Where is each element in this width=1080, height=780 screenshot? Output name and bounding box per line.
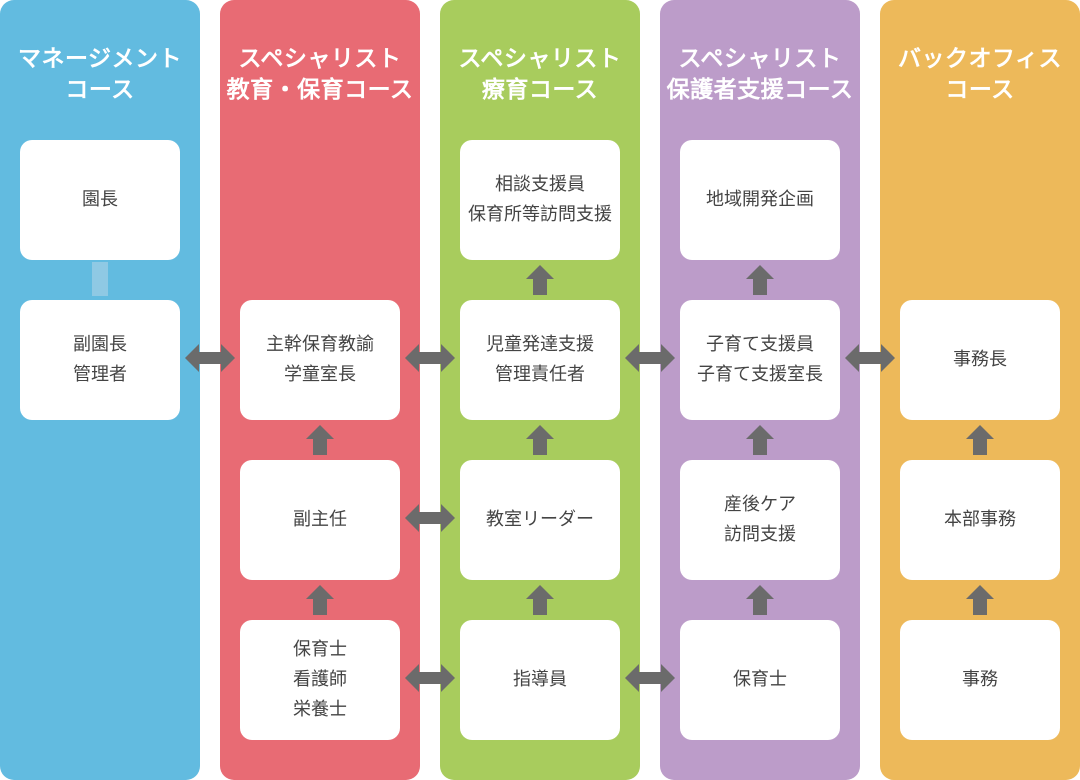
column-title-therapy: スペシャリスト 療育コース <box>458 46 622 103</box>
role-box-hq-office: 本部事務 <box>900 460 1060 580</box>
column-title-backoffice: バックオフィス コース <box>897 46 1063 103</box>
arrow-up-icon <box>306 425 334 455</box>
arrow-up-icon <box>526 585 554 615</box>
double-arrow-icon <box>845 344 895 372</box>
double-arrow-icon <box>625 344 675 372</box>
double-arrow-icon <box>405 664 455 692</box>
role-box-development-manager: 児童発達支援 管理責任者 <box>460 300 620 420</box>
arrow-up-icon <box>966 425 994 455</box>
role-box-office-clerk: 事務 <box>900 620 1060 740</box>
arrow-up-icon <box>966 585 994 615</box>
role-box-postnatal-care: 産後ケア 訪問支援 <box>680 460 840 580</box>
role-box-office-head: 事務長 <box>900 300 1060 420</box>
role-box-director: 園長 <box>20 140 180 260</box>
arrow-up-icon <box>746 425 774 455</box>
connector-line <box>92 262 108 296</box>
role-box-regional-planning: 地域開発企画 <box>680 140 840 260</box>
arrow-up-icon <box>746 265 774 295</box>
role-box-parenting-support: 子育て支援員 子育て支援室長 <box>680 300 840 420</box>
role-box-chief-teacher: 主幹保育教諭 学童室長 <box>240 300 400 420</box>
role-box-class-leader: 教室リーダー <box>460 460 620 580</box>
double-arrow-icon <box>185 344 235 372</box>
arrow-up-icon <box>526 265 554 295</box>
role-box-consultant: 相談支援員 保育所等訪問支援 <box>460 140 620 260</box>
double-arrow-icon <box>625 664 675 692</box>
column-title-guardian: スペシャリスト 保護者支援コース <box>666 46 854 103</box>
role-box-vice-director: 副園長 管理者 <box>20 300 180 420</box>
role-box-sub-lead: 副主任 <box>240 460 400 580</box>
column-title-education: スペシャリスト 教育・保育コース <box>226 46 414 103</box>
double-arrow-icon <box>405 344 455 372</box>
role-box-nursery-staff: 保育士 看護師 栄養士 <box>240 620 400 740</box>
double-arrow-icon <box>405 504 455 532</box>
arrow-up-icon <box>306 585 334 615</box>
column-title-management: マネージメント コース <box>17 46 183 103</box>
arrow-up-icon <box>526 425 554 455</box>
role-box-nursery-teacher: 保育士 <box>680 620 840 740</box>
role-box-instructor: 指導員 <box>460 620 620 740</box>
arrow-up-icon <box>746 585 774 615</box>
